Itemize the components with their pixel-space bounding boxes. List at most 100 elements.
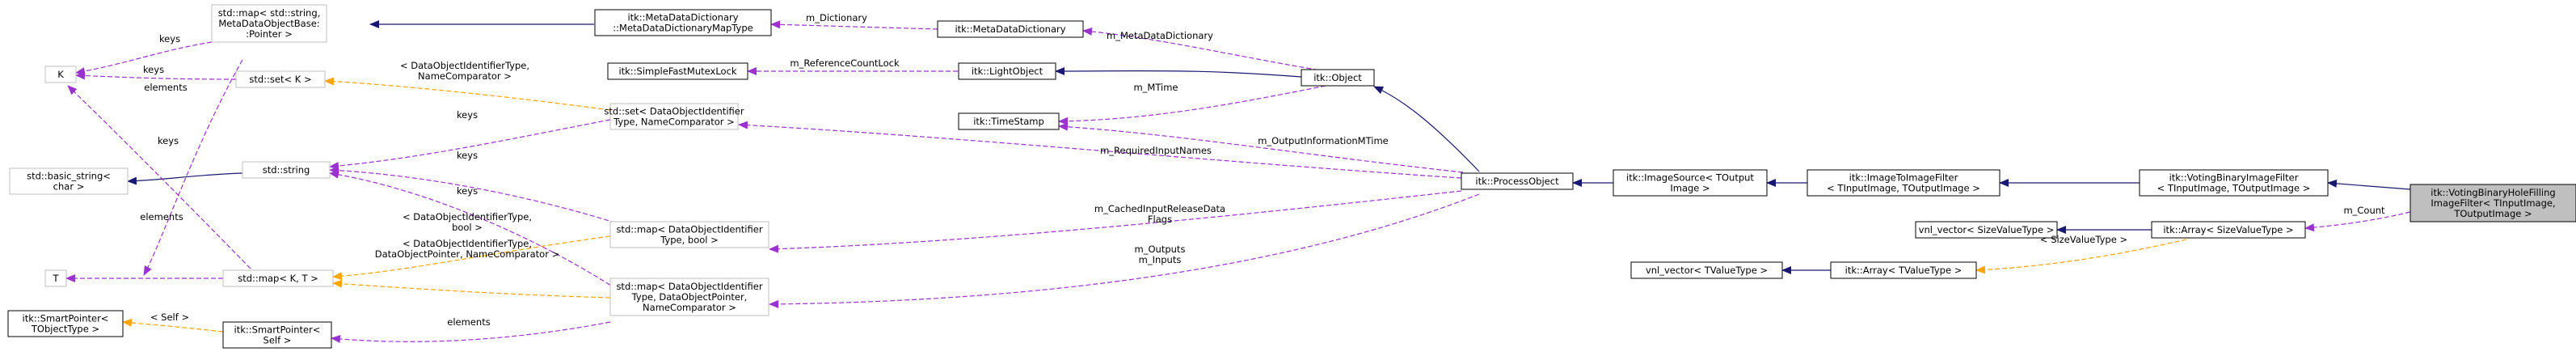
class-box: [958, 112, 1060, 130]
class-node-img2img[interactable]: itk::ImageToImageFilter< TInputImage, TO…: [1807, 169, 2001, 197]
edge-setdoi-instantiates-setK: [324, 77, 611, 111]
class-box: [211, 4, 327, 43]
edge-mapdoiptr-elements-spSelf: [331, 321, 611, 343]
edge-label-mapKT_tpl2: < DataObjectIdentifierType,: [403, 238, 532, 249]
edge-label-keys6: keys: [457, 185, 478, 197]
edge-label-outputs: m_Outputs: [1135, 244, 1186, 255]
class-name-line: MetaDataObjectBase:: [218, 18, 319, 29]
class-name-line: vnl_vector< SizeValueType >: [1919, 224, 2055, 235]
class-node-object[interactable]: itk::Object: [1301, 69, 1375, 87]
class-node-mutex[interactable]: itk::SimpleFastMutexLock: [607, 62, 748, 80]
class-name-line: itk::SmartPointer<: [234, 324, 321, 336]
edge-label-keys1: keys: [159, 33, 180, 44]
class-box: [222, 321, 332, 349]
class-box: [1830, 261, 1977, 279]
edge-setK-keys-K: [75, 71, 237, 80]
class-name-line: Type, bool >: [660, 235, 719, 246]
class-box: [235, 70, 326, 88]
class-name-line: K: [57, 69, 64, 80]
edge-label-mapKT_tpl1: < DataObjectIdentifierType,: [403, 211, 532, 222]
class-node-basicstring[interactable]: std::basic_string<char >: [9, 167, 129, 195]
class-node-lightobj[interactable]: itk::LightObject: [958, 62, 1056, 80]
class-name-line: itk::MetaDataDictionary: [955, 23, 1065, 35]
class-name-line: itk::Array< SizeValueType >: [2163, 224, 2293, 235]
edge-processobject-uses-mapdoibool: [769, 190, 1462, 253]
class-name-line: std::basic_string<: [27, 171, 111, 182]
edge-mapdoiptr-instantiates-mapKT: [332, 279, 611, 299]
edge-setdoi-keys-string: [329, 119, 611, 171]
edge-label-keys4: keys: [158, 135, 179, 146]
class-box: [609, 278, 769, 316]
class-node-mapKT[interactable]: std::map< K, T >: [222, 269, 334, 287]
class-node-arrsize[interactable]: itk::Array< SizeValueType >: [2151, 221, 2306, 239]
edge-label-self: < Self >: [150, 312, 189, 323]
class-name-line: < TInputImage, TOutputImage >: [2157, 183, 2311, 194]
edge-mapstr-elements-T: [143, 59, 243, 276]
edge-label-cached: m_CachedInputReleaseData: [1094, 203, 1225, 214]
class-name-line: TObjectType >: [31, 324, 99, 335]
class-name-line: Type, DataObjectPointer,: [631, 291, 748, 303]
class-name-line: std::map< K, T >: [238, 273, 318, 284]
edge-label-mtime: m_MTime: [1133, 82, 1178, 93]
class-box: [1301, 69, 1375, 87]
class-node-arrT[interactable]: itk::Array< TValueType >: [1830, 261, 1977, 279]
class-node-mdd[interactable]: itk::MetaDataDictionary: [937, 20, 1084, 38]
class-node-T[interactable]: T: [44, 269, 67, 287]
class-box: [222, 269, 334, 287]
class-box: [1613, 169, 1768, 197]
class-name-line: std::string: [263, 164, 310, 176]
class-name-line: ::MetaDataDictionaryMapType: [613, 23, 753, 34]
class-box: [607, 62, 748, 80]
class-box: [1630, 261, 1783, 279]
class-box: [1461, 172, 1574, 190]
edge-label-mapKT_tpl1: bool >: [452, 222, 483, 233]
edge-label-dictionary: m_Dictionary: [806, 12, 867, 23]
class-name-line: itk::Array< TValueType >: [1845, 265, 1963, 276]
edge-processobject-inherits-object: [1373, 86, 1480, 172]
class-name-line: < TInputImage, TOutputImage >: [1827, 183, 1980, 194]
class-name-line: itk::Object: [1313, 72, 1362, 83]
class-box: [44, 66, 77, 83]
class-box: [2151, 221, 2306, 239]
class-box: [958, 62, 1056, 80]
class-name-line: ImageFilter< TInputImage,: [2431, 197, 2555, 209]
class-node-setK[interactable]: std::set< K >: [235, 70, 326, 88]
class-node-vnlsize[interactable]: vnl_vector< SizeValueType >: [1915, 221, 2058, 239]
class-box: [1807, 169, 2001, 197]
edge-string-inherits-basicstring: [127, 172, 243, 185]
class-node-string[interactable]: std::string: [242, 161, 331, 179]
class-name-line: itk::TimeStamp: [973, 116, 1044, 127]
edge-label-sizevt: < SizeValueType >: [2040, 234, 2127, 245]
edge-label-outinfo: m_OutputInformationMTime: [1258, 135, 1389, 146]
edge-label-cached: Flags: [1148, 214, 1172, 225]
class-name-line: Self >: [264, 335, 292, 346]
edge-label-keys2: keys: [143, 64, 164, 75]
class-node-imgsrc[interactable]: itk::ImageSource< TOutputImage >: [1613, 169, 1768, 197]
class-node-setdoi[interactable]: std::set< DataObjectIdentifierType, Name…: [604, 103, 744, 130]
class-box: [609, 221, 769, 248]
class-box: [242, 161, 331, 179]
edge-mapdoiptr-keys-string: [329, 170, 623, 294]
class-node-K[interactable]: K: [44, 66, 77, 83]
class-node-mapstr[interactable]: std::map< std::string,MetaDataObjectBase…: [211, 4, 327, 43]
class-node-mapdoiptr[interactable]: std::map< DataObjectIdentifierType, Data…: [609, 278, 769, 316]
class-node-spSelf[interactable]: itk::SmartPointer<Self >: [222, 321, 332, 349]
edge-spSelf-instantiates-spT: [122, 318, 224, 333]
class-node-mapdoibool[interactable]: std::map< DataObjectIdentifierType, bool…: [609, 221, 769, 248]
class-box: [7, 310, 124, 337]
class-node-vbif[interactable]: itk::VotingBinaryImageFilter< TInputImag…: [2139, 169, 2329, 197]
edge-label-setK_tpl: < DataObjectIdentifierType,: [400, 60, 529, 71]
class-name-line: TOutputImage >: [2453, 208, 2532, 219]
class-node-processobj[interactable]: itk::ProcessObject: [1461, 172, 1574, 190]
class-node-mddmaptype[interactable]: itk::MetaDataDictionary::MetaDataDiction…: [594, 9, 772, 36]
class-node-spT[interactable]: itk::SmartPointer<TObjectType >: [7, 310, 124, 337]
class-name-line: char >: [53, 181, 85, 193]
class-name-line: vnl_vector< TValueType >: [1646, 265, 1768, 276]
class-node-vnlT[interactable]: vnl_vector< TValueType >: [1630, 261, 1783, 279]
edge-label-setK_tpl: NameComparator >: [418, 70, 512, 82]
edge-label-mdd: m_MetaDataDictionary: [1107, 30, 1213, 41]
edge-label-outputs: m_Inputs: [1139, 254, 1182, 265]
class-node-focus[interactable]: itk::VotingBinaryHoleFillingImageFilter<…: [2409, 184, 2576, 222]
class-node-timestamp[interactable]: itk::TimeStamp: [958, 112, 1060, 130]
